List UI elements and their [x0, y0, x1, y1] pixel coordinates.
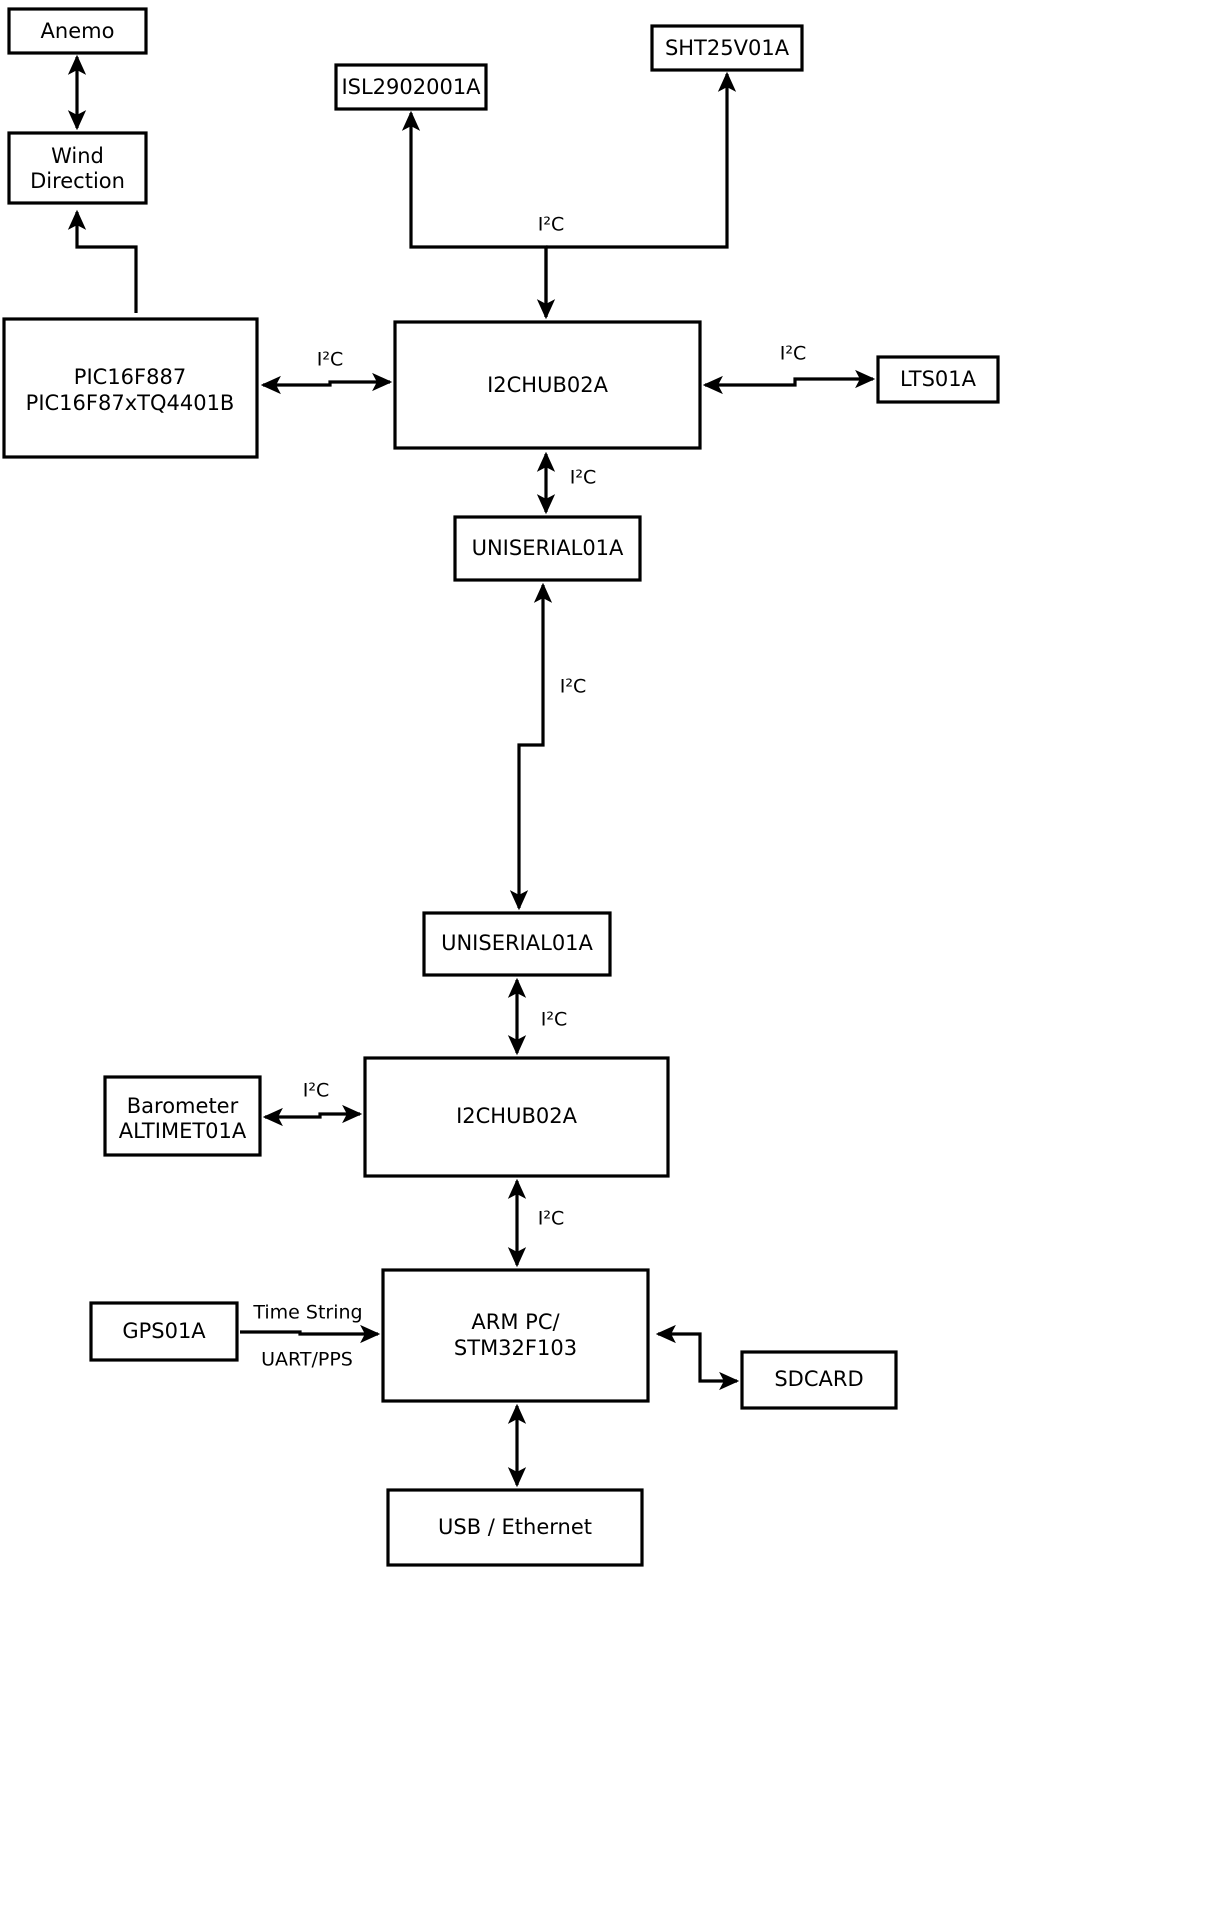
edge-i2chub-top-sht: [546, 71, 737, 249]
edge-line: [260, 372, 393, 395]
node-label: ISL2902001A: [341, 75, 481, 99]
edge-label-i2c-hub-isl: I²C: [538, 214, 565, 236]
node-box: [650, 24, 804, 72]
edge-line: [655, 1324, 740, 1391]
node-i2chub02a-bottom[interactable]: I2CHUB02A: [363, 1056, 670, 1178]
node-box: [2, 317, 259, 459]
edge-label-i2c-baro-hub: I²C: [303, 1080, 330, 1102]
node-i2chub02a-top[interactable]: I2CHUB02A: [393, 320, 702, 450]
node-label: GPS01A: [122, 1319, 206, 1343]
node-label: Anemo: [41, 19, 115, 43]
edge-label-uart-pps: UART/PPS: [261, 1349, 353, 1371]
node-box: [453, 515, 642, 582]
node-label: UNISERIAL01A: [472, 536, 624, 560]
node-label-line-2: ALTIMET01A: [119, 1119, 247, 1143]
node-lts01a[interactable]: LTS01A: [876, 355, 1000, 404]
edge-arm-pc-sdcard: [655, 1324, 740, 1391]
node-box: [363, 1056, 670, 1178]
edge-label-i2c-hub-uni: I²C: [570, 467, 597, 489]
node-label: USB / Ethernet: [438, 1515, 592, 1539]
edge-barometer-i2chub-bottom: I²C: [262, 1080, 363, 1127]
edge-i2chub-bottom-arm-pc: I²C: [507, 1178, 565, 1268]
node-box: [393, 320, 702, 450]
node-box: [381, 1268, 650, 1403]
node-pic16f887[interactable]: PIC16F887 PIC16F87xTQ4401B: [2, 317, 259, 459]
node-sdcard[interactable]: SDCARD: [740, 1350, 898, 1410]
node-label: SDCARD: [774, 1367, 863, 1391]
node-label-line-1: PIC16F887: [74, 365, 186, 389]
edge-gps-arm-pc: Time String UART/PPS: [240, 1302, 381, 1371]
node-label-line-1: Wind: [51, 144, 104, 168]
node-box: [7, 131, 148, 205]
edge-line: [702, 369, 876, 395]
node-wind-direction[interactable]: Wind Direction: [7, 131, 148, 205]
node-label-line-1: ARM PC/: [471, 1310, 560, 1334]
edge-line: [67, 209, 138, 313]
edge-pic-i2chub-top: I²C: [260, 349, 393, 395]
node-box: [334, 63, 488, 111]
node-label: LTS01A: [900, 367, 977, 391]
node-uniserial01a-bottom[interactable]: UNISERIAL01A: [422, 911, 612, 977]
edge-label-i2c-uni-uni: I²C: [560, 676, 587, 698]
node-usb-ethernet[interactable]: USB / Ethernet: [386, 1488, 644, 1567]
node-label: UNISERIAL01A: [441, 931, 593, 955]
node-sht25v01a[interactable]: SHT25V01A: [650, 24, 804, 72]
edge-i2chub-top-isl: I²C: [401, 110, 565, 317]
edge-line: [401, 110, 548, 317]
node-gps01a[interactable]: GPS01A: [89, 1301, 239, 1362]
node-box: [876, 355, 1000, 404]
node-label: SHT25V01A: [665, 36, 790, 60]
node-anemo[interactable]: Anemo: [7, 7, 148, 55]
node-label-line-2: Direction: [30, 169, 125, 193]
edge-label-i2c-hub-arm: I²C: [538, 1208, 565, 1230]
node-uniserial01a-top[interactable]: UNISERIAL01A: [453, 515, 642, 582]
node-label: I2CHUB02A: [456, 1104, 578, 1128]
edge-line: [240, 1324, 381, 1344]
edge-pic-wind-direction: [67, 209, 138, 313]
node-box: [740, 1350, 898, 1410]
node-isl2902001a[interactable]: ISL2902001A: [334, 63, 488, 111]
node-arm-pc-stm32f103[interactable]: ARM PC/ STM32F103: [381, 1268, 650, 1403]
edge-line: [546, 71, 737, 249]
node-barometer-altimet01a[interactable]: Barometer ALTIMET01A: [103, 1075, 262, 1157]
edge-label-i2c-hub-lts: I²C: [780, 343, 807, 365]
edge-uniserial-top-uniserial-bottom: I²C: [509, 582, 587, 911]
edge-i2chub-top-lts: I²C: [702, 343, 876, 395]
node-label-line-2: STM32F103: [454, 1336, 577, 1360]
node-label-line-2: PIC16F87xTQ4401B: [26, 391, 235, 415]
node-label: I2CHUB02A: [487, 373, 609, 397]
node-box: [386, 1488, 644, 1567]
edge-i2chub-top-uniserial-top: I²C: [536, 451, 597, 515]
edge-uniserial-bottom-i2chub-bottom: I²C: [507, 977, 568, 1056]
edge-label-time-string: Time String: [252, 1302, 362, 1324]
node-box: [89, 1301, 239, 1362]
edge-line: [509, 582, 553, 911]
node-box: [7, 7, 148, 55]
edge-label-i2c-uni-hub: I²C: [541, 1009, 568, 1031]
node-box: [103, 1075, 262, 1157]
edge-line: [262, 1104, 363, 1127]
node-label-line-1: Barometer: [127, 1094, 239, 1118]
edge-label-i2c-pic-hub: I²C: [317, 349, 344, 371]
node-box: [422, 911, 612, 977]
